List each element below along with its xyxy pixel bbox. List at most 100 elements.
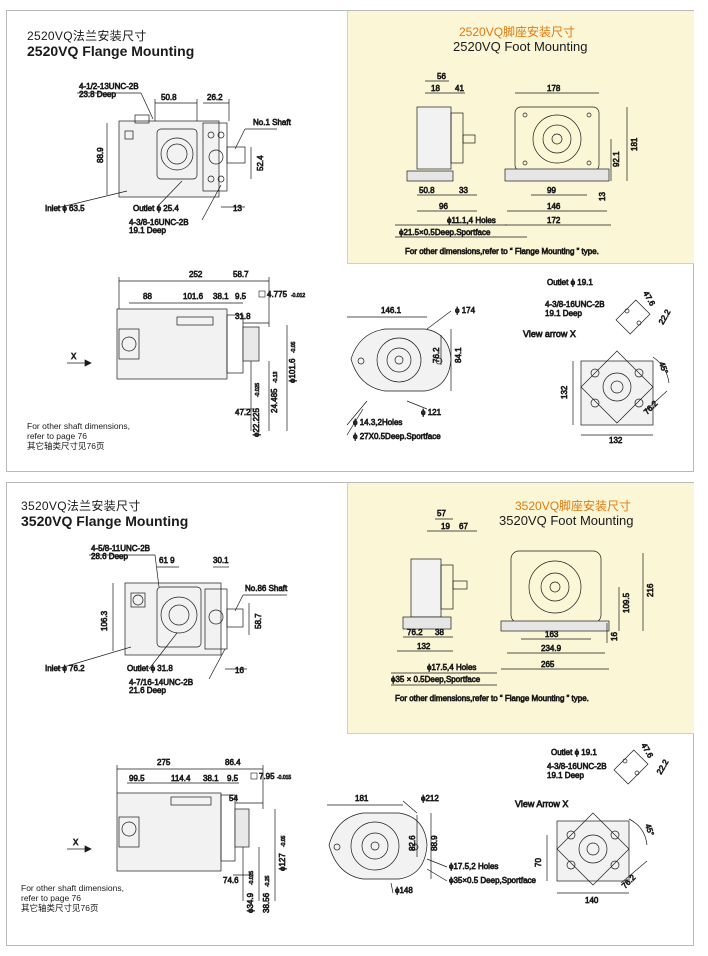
side-dim-86-4: 86.4 (225, 758, 241, 767)
foot-dim-234-9: 234.9 (541, 644, 562, 653)
foot-dim-76-2: 76.2 (407, 628, 423, 637)
foot-dim-16: 16 (610, 632, 619, 641)
shaft-note-line-2: refer to page 76 (27, 431, 88, 441)
flange-inlet: Inlet ϕ 63.5 (45, 204, 85, 213)
foot-dim-216: 216 (646, 583, 655, 597)
side-dim-252: 252 (189, 270, 203, 279)
shaft-note: For other shaft dimensions, refer to pag… (27, 421, 130, 451)
foot-title-cn: 2520VQ脚座安装尺寸 (459, 25, 576, 39)
front-holes: ϕ 14.3,2Holes (353, 418, 402, 427)
flange-dim-52-4: 52.4 (256, 155, 265, 171)
side-dim-114-4: 114.4 (171, 774, 191, 783)
foot-dim-265: 265 (541, 660, 555, 669)
flange-title-cn: 2520VQ法兰安装尺寸 (27, 29, 147, 43)
foot-dim-163: 163 (545, 630, 559, 639)
foot-mounting-drawing (395, 80, 628, 238)
flange-title-cn: 3520VQ法兰安装尺寸 (21, 499, 141, 513)
foot-dim-132: 132 (417, 642, 431, 651)
viewx-outlet: Outlet ϕ 19.1 (551, 748, 597, 757)
shaft-note-cn: 其它轴类尺寸见76页 (27, 441, 105, 451)
viewx-deep: 19.1 Deep (547, 771, 584, 780)
foot-note: For other dimensions,refer to “ Flange M… (405, 247, 599, 256)
flange-outlet: Outlet ϕ 25.4 (133, 204, 179, 213)
side-shaft-diameter: ϕ34.9 (246, 892, 255, 913)
side-dim-88: 88 (143, 292, 152, 301)
foot-dim-181: 181 (630, 137, 639, 151)
shaft-note-line-1: For other shaft dimensions, (21, 883, 124, 893)
side-dim-58-7: 58.7 (233, 270, 249, 279)
flange-dim-88-9: 88.9 (96, 147, 105, 163)
view-x-drawing (572, 299, 670, 436)
flange-dim-26-2: 26.2 (207, 93, 223, 102)
front-view-drawing (346, 310, 452, 436)
foot-dim-172: 172 (547, 216, 561, 225)
shaft-note-line-1: For other shaft dimensions, (27, 421, 130, 431)
side-view-drawing (67, 277, 288, 431)
flange-dim-13: 13 (233, 204, 242, 213)
flange-title-en: 3520VQ Flange Mounting (21, 513, 189, 529)
side-dim-275: 275 (157, 758, 171, 767)
foot-dim-109-5: 109.5 (622, 592, 631, 613)
foot-dim-50-8: 50.8 (419, 186, 435, 195)
front-spotface: ϕ 27X0.5Deep.Sportface (353, 432, 441, 441)
side-dim-24-485-tolerance: -0.13 (273, 371, 279, 383)
viewx-title: View arrow X (523, 329, 576, 339)
flange-inlet: Inlet ϕ 76.2 (45, 664, 85, 673)
front-dim-84-1: 84.1 (454, 347, 463, 363)
flange-mounting-drawing (56, 92, 277, 221)
front-dim-148: ϕ148 (395, 886, 413, 895)
flange-thread-b-deep: 21.6 Deep (129, 686, 166, 695)
side-dim-31-8: 31.8 (235, 312, 251, 321)
viewx-outlet: Outlet ϕ 19.1 (547, 278, 593, 287)
side-pilot-diameter: ϕ127 (278, 853, 287, 871)
foot-dim-96: 96 (439, 202, 448, 211)
side-dim-24-485: 24.485 (270, 388, 279, 413)
front-dim-146-1: 146.1 (381, 306, 402, 315)
side-key-width: 7.95 (259, 772, 275, 781)
foot-dim-57: 57 (437, 509, 446, 518)
side-dim-101-6: 101.6 (183, 292, 204, 301)
flange-thread-a: 4-5/8-11UNC-2B (91, 544, 150, 553)
foot-dim-99: 99 (547, 186, 556, 195)
side-shaft-tolerance: -0.025 (255, 383, 261, 397)
viewx-dim-47-6: 47.6 (639, 742, 655, 760)
viewx-dim-70: 70 (534, 858, 543, 867)
foot-dim-146: 146 (547, 202, 561, 211)
side-dim-38-56: 38.56 (262, 892, 271, 913)
foot-title-en: 2520VQ Foot Mounting (453, 39, 588, 54)
flange-thread-a-deep: 23.8 Deep (79, 90, 116, 99)
foot-dim-41: 41 (455, 84, 464, 93)
flange-shaft-label: No.1 Shaft (253, 118, 292, 127)
side-dim-47-2: 47.2 (235, 408, 251, 417)
foot-dim-56: 56 (437, 72, 446, 81)
viewx-dim-45: 45° (657, 361, 670, 375)
side-view-drawing (67, 765, 276, 901)
shaft-note-line-2: refer to page 76 (21, 893, 82, 903)
side-shaft-tolerance: -0.025 (249, 871, 255, 885)
flange-dim-50-8: 50.8 (161, 93, 177, 102)
drawing-3520vq: 4-5/8-11UNC-2B 28.6 Deep 61 9 30.1 No.86… (45, 509, 671, 914)
foot-spotface: ϕ35 × 0.5Deep,Sportface (391, 675, 481, 684)
foot-mounting-box (347, 11, 694, 264)
shaft-note-cn: 其它轴类尺寸见76页 (21, 903, 99, 913)
viewx-dim-132-h: 132 (609, 436, 623, 445)
front-dim-82-6: 82.6 (408, 835, 417, 851)
foot-spotface: ϕ21.5×0.5Deep.Sportface (399, 228, 491, 237)
flange-mounting-drawing (56, 554, 287, 680)
panel-2520vq: 2520VQ法兰安装尺寸 2520VQ Flange Mounting 2520… (6, 10, 694, 472)
side-pilot-tolerance: -0.05 (281, 835, 287, 847)
side-dim-54: 54 (229, 794, 238, 803)
drawing-2520vq: 4-1/2-13UNC-2B 23.8 Deep 50.8 26.2 No.1 … (45, 72, 673, 446)
side-dim-38-1: 38.1 (213, 292, 229, 301)
flange-dim-106-3: 106.3 (100, 610, 109, 631)
foot-dim-178: 178 (547, 84, 561, 93)
side-dim-38-1: 38.1 (203, 774, 219, 783)
foot-dim-18: 18 (431, 84, 440, 93)
side-shaft-diameter: ϕ22.225 (252, 408, 261, 438)
front-dim-174: ϕ 174 (455, 306, 476, 315)
front-dim-76-2: 76.2 (432, 347, 441, 363)
side-pilot-tolerance: -0.05 (291, 341, 297, 353)
viewx-dim-132-v: 132 (560, 385, 569, 399)
side-dim-9-5: 9.5 (227, 774, 239, 783)
flange-thread-b: 4-7/16-14UNC-2B (129, 678, 193, 687)
